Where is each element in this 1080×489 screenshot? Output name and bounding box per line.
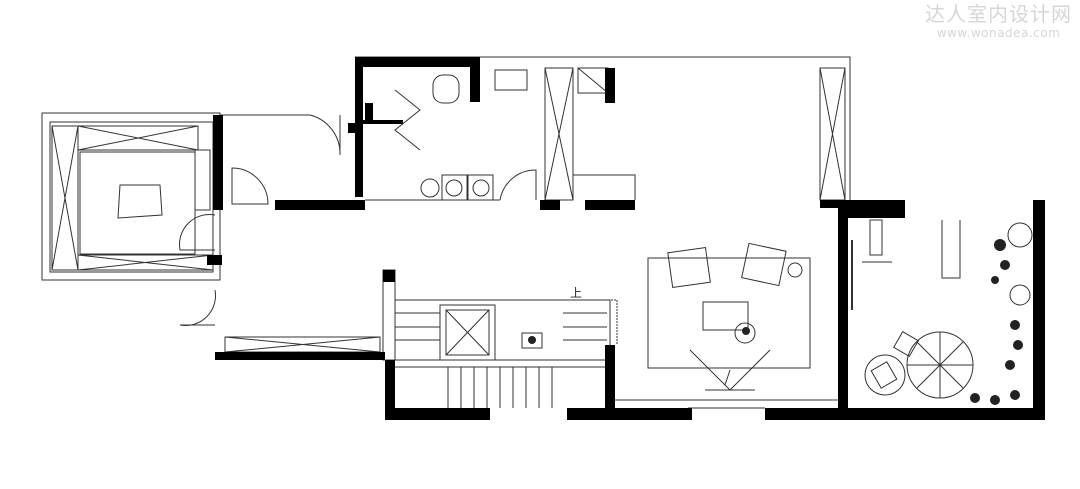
tv-fan-lines bbox=[689, 349, 771, 391]
coffee-table bbox=[702, 301, 749, 331]
exercise-bike bbox=[869, 219, 883, 256]
walls bbox=[207, 57, 1045, 420]
washer bbox=[420, 178, 440, 198]
armchair bbox=[667, 246, 711, 289]
living-rug bbox=[647, 257, 811, 369]
cabinet-side bbox=[194, 149, 211, 211]
bifold-door bbox=[394, 89, 421, 151]
watermark: 达人室内设计网 www.wonadea.com bbox=[925, 2, 1072, 40]
plant bbox=[521, 332, 543, 349]
planter bbox=[1007, 222, 1033, 248]
cabinet-top bbox=[77, 125, 199, 151]
door-swing bbox=[231, 167, 269, 205]
toilet bbox=[432, 74, 460, 104]
watermark-name: 达人室内设计网 bbox=[925, 2, 1072, 26]
elevator bbox=[439, 304, 496, 361]
plant bbox=[734, 322, 756, 344]
watermark-url: www.wonadea.com bbox=[936, 26, 1061, 40]
planter bbox=[1009, 284, 1031, 306]
counter-return bbox=[573, 174, 636, 200]
stair-up-label: 上 bbox=[570, 286, 583, 300]
stair-landing bbox=[394, 299, 611, 361]
cabinet-left bbox=[51, 125, 79, 271]
column bbox=[382, 269, 396, 361]
door-swing bbox=[179, 214, 216, 251]
upper-outline bbox=[480, 56, 851, 205]
plants bbox=[528, 239, 1023, 405]
stair-treads bbox=[447, 367, 553, 408]
stair-rail bbox=[500, 299, 618, 345]
sink bbox=[494, 69, 528, 91]
door-swing bbox=[499, 169, 537, 201]
door-swing bbox=[179, 289, 216, 326]
rug bbox=[79, 151, 196, 255]
chair bbox=[893, 331, 919, 357]
side-table bbox=[787, 262, 803, 278]
ottoman bbox=[117, 184, 163, 219]
treadmill bbox=[941, 217, 961, 279]
round-table bbox=[864, 354, 906, 396]
door-swing bbox=[309, 114, 341, 156]
armchair bbox=[741, 242, 787, 287]
